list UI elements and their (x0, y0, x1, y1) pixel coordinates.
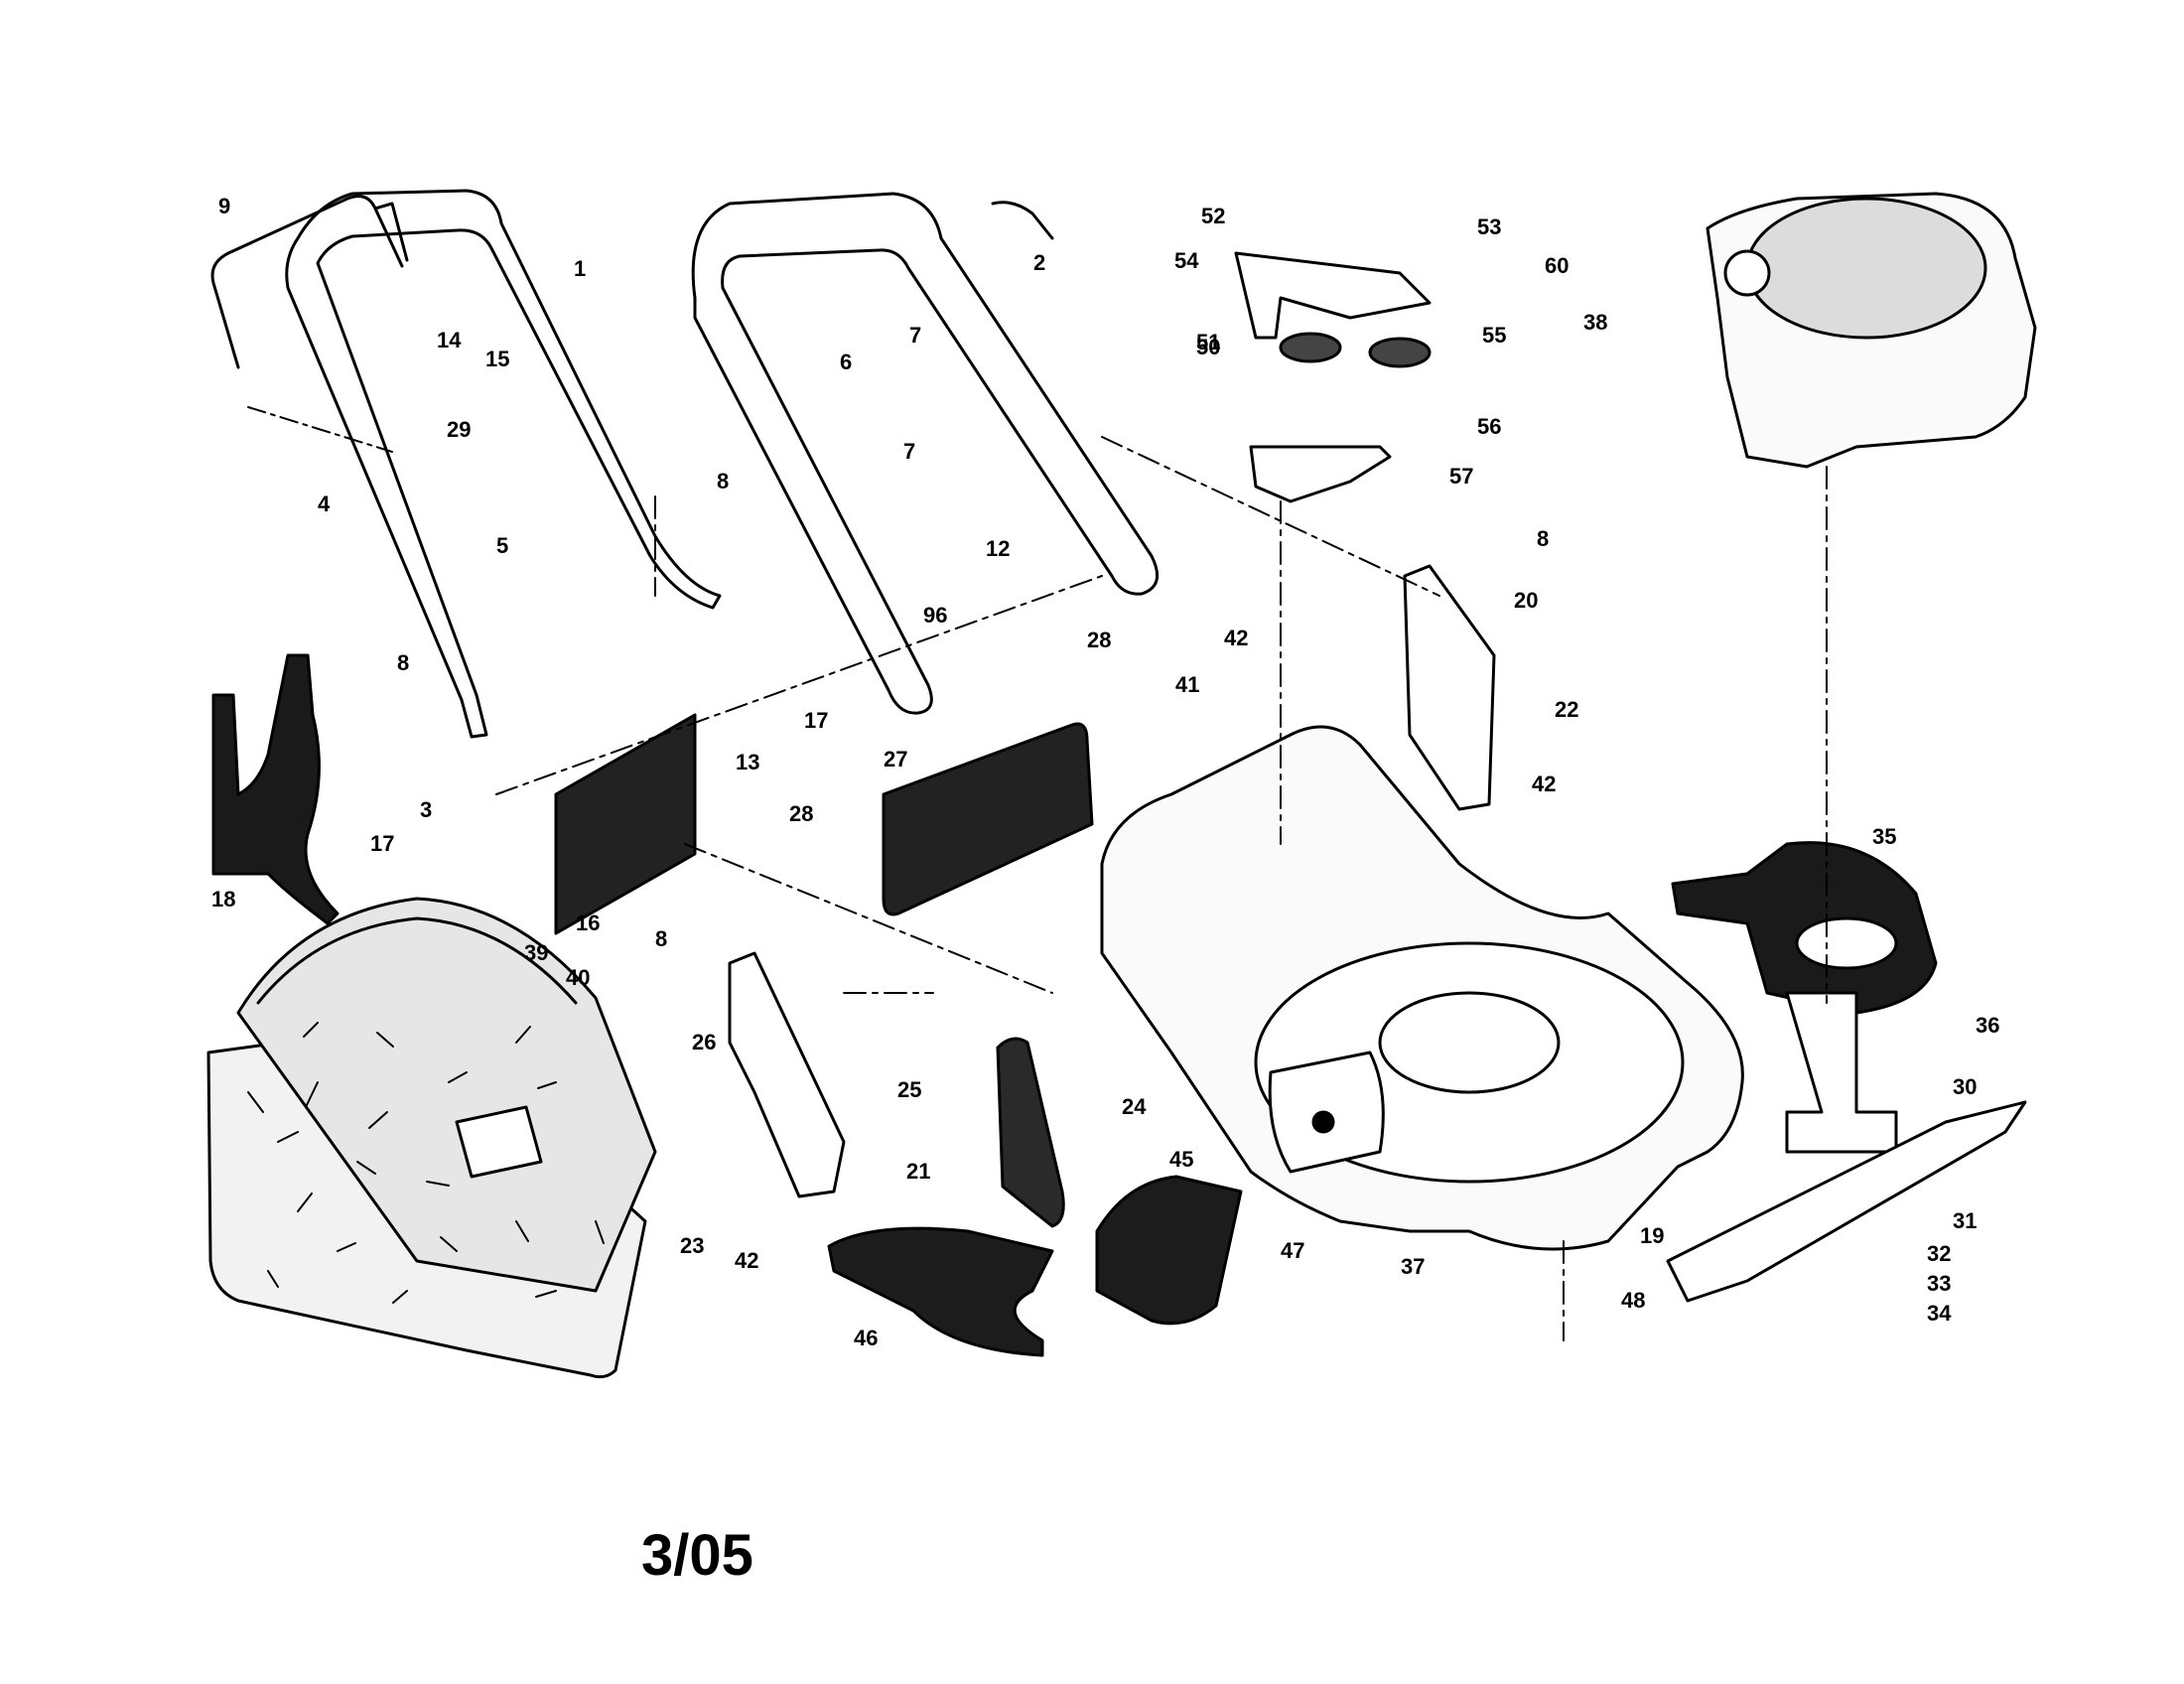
part-label-40: 40 (566, 965, 590, 990)
part-label-38: 38 (1583, 310, 1607, 335)
pulley-51-shape (1279, 332, 1342, 363)
part-label-42a: 42 (1224, 626, 1248, 650)
pulley-55-shape (1368, 337, 1432, 368)
part-label-8c: 8 (1537, 526, 1549, 551)
part-label-35: 35 (1872, 824, 1896, 849)
part-label-13: 13 (736, 750, 759, 774)
baffle-shape (1671, 841, 1938, 1015)
deck-shape (1100, 725, 1744, 1251)
part-label-3: 3 (420, 797, 432, 822)
part-label-48: 48 (1621, 1288, 1645, 1313)
part-label-2: 2 (1033, 250, 1045, 275)
blade-adapter-shape (1785, 991, 1898, 1154)
part-label-7a: 7 (909, 323, 921, 348)
part-label-33: 33 (1927, 1271, 1951, 1296)
part-label-8b: 8 (397, 650, 409, 675)
part-label-50: 50 (1196, 335, 1220, 359)
part-label-26: 26 (692, 1030, 716, 1054)
part-label-8a: 8 (717, 469, 729, 493)
part-label-8d: 8 (655, 926, 667, 951)
part-label-29: 29 (447, 417, 471, 442)
part-label-6: 6 (840, 350, 852, 374)
grass-bag-shape (206, 897, 657, 1379)
part-label-27: 27 (884, 747, 907, 772)
mulch-plug-shape (211, 653, 340, 925)
part-label-23: 23 (680, 1233, 704, 1258)
part-label-42b: 42 (1532, 772, 1556, 796)
part-label-9: 9 (218, 194, 230, 218)
handle-assembly-left (210, 189, 722, 739)
part-label-31: 31 (1953, 1208, 1977, 1233)
hinge-door-shape (882, 722, 1094, 916)
part-label-34: 34 (1927, 1301, 1952, 1326)
side-door-shape (996, 1037, 1065, 1228)
part-label-12: 12 (986, 536, 1010, 561)
part-label-42c: 42 (735, 1248, 758, 1273)
control-bar-shape (210, 195, 409, 369)
handle-upper-left-shape (285, 189, 722, 739)
engine-shape (1706, 192, 2037, 469)
part-label-55: 55 (1482, 323, 1506, 348)
handle-assembly-right (691, 192, 1160, 715)
part-label-56: 56 (1477, 414, 1501, 439)
part-label-53: 53 (1477, 214, 1501, 239)
part-label-18: 18 (211, 887, 235, 912)
part-label-17a: 17 (804, 708, 828, 733)
part-label-39: 39 (524, 940, 548, 965)
part-label-41: 41 (1175, 672, 1199, 697)
part-label-5: 5 (496, 533, 508, 558)
rear-door-shape (554, 713, 697, 935)
part-label-19: 19 (1640, 1223, 1664, 1248)
part-label-1: 1 (574, 256, 586, 281)
part-label-32: 32 (1927, 1241, 1951, 1266)
height-bracket-left-shape (728, 951, 846, 1198)
part-label-14: 14 (437, 328, 462, 352)
part-label-60: 60 (1545, 253, 1569, 278)
part-label-37: 37 (1401, 1254, 1425, 1279)
part-label-7b: 7 (903, 439, 915, 464)
chute-46-shape (827, 1226, 1054, 1357)
part-label-22: 22 (1555, 697, 1578, 722)
handle-upper-right-shape (691, 192, 1160, 715)
revision-date-code: 3/05 (641, 1523, 753, 1588)
part-label-24: 24 (1122, 1094, 1147, 1119)
part-label-47: 47 (1281, 1238, 1304, 1263)
bracket-57-shape (1249, 445, 1392, 503)
part-label-57: 57 (1449, 464, 1473, 489)
part-label-51: 51 (1196, 330, 1220, 354)
height-bracket-right-shape (1403, 564, 1496, 811)
part-label-30: 30 (1953, 1074, 1977, 1099)
part-label-96: 96 (923, 603, 947, 628)
part-label-54: 54 (1174, 248, 1199, 273)
blade-shape (1666, 1100, 2027, 1303)
part-label-28b: 28 (789, 801, 813, 826)
part-label-52: 52 (1201, 204, 1225, 228)
part-label-17b: 17 (370, 831, 394, 856)
part-label-15: 15 (485, 347, 509, 371)
part-label-4: 4 (318, 491, 331, 516)
part-label-45: 45 (1169, 1147, 1193, 1172)
part-label-36: 36 (1976, 1013, 1999, 1038)
part-labels: 1 2 3 4 5 6 7 7 8 8 8 8 9 12 13 14 15 16… (211, 194, 1999, 1350)
part-label-21: 21 (906, 1159, 930, 1184)
part-label-20: 20 (1514, 588, 1538, 613)
part-label-16: 16 (576, 911, 600, 935)
part-label-25: 25 (897, 1077, 921, 1102)
chute-45-shape (1095, 1175, 1243, 1326)
part-label-28a: 28 (1087, 628, 1111, 652)
part-label-46: 46 (854, 1326, 878, 1350)
plate-54-shape (1234, 251, 1432, 340)
